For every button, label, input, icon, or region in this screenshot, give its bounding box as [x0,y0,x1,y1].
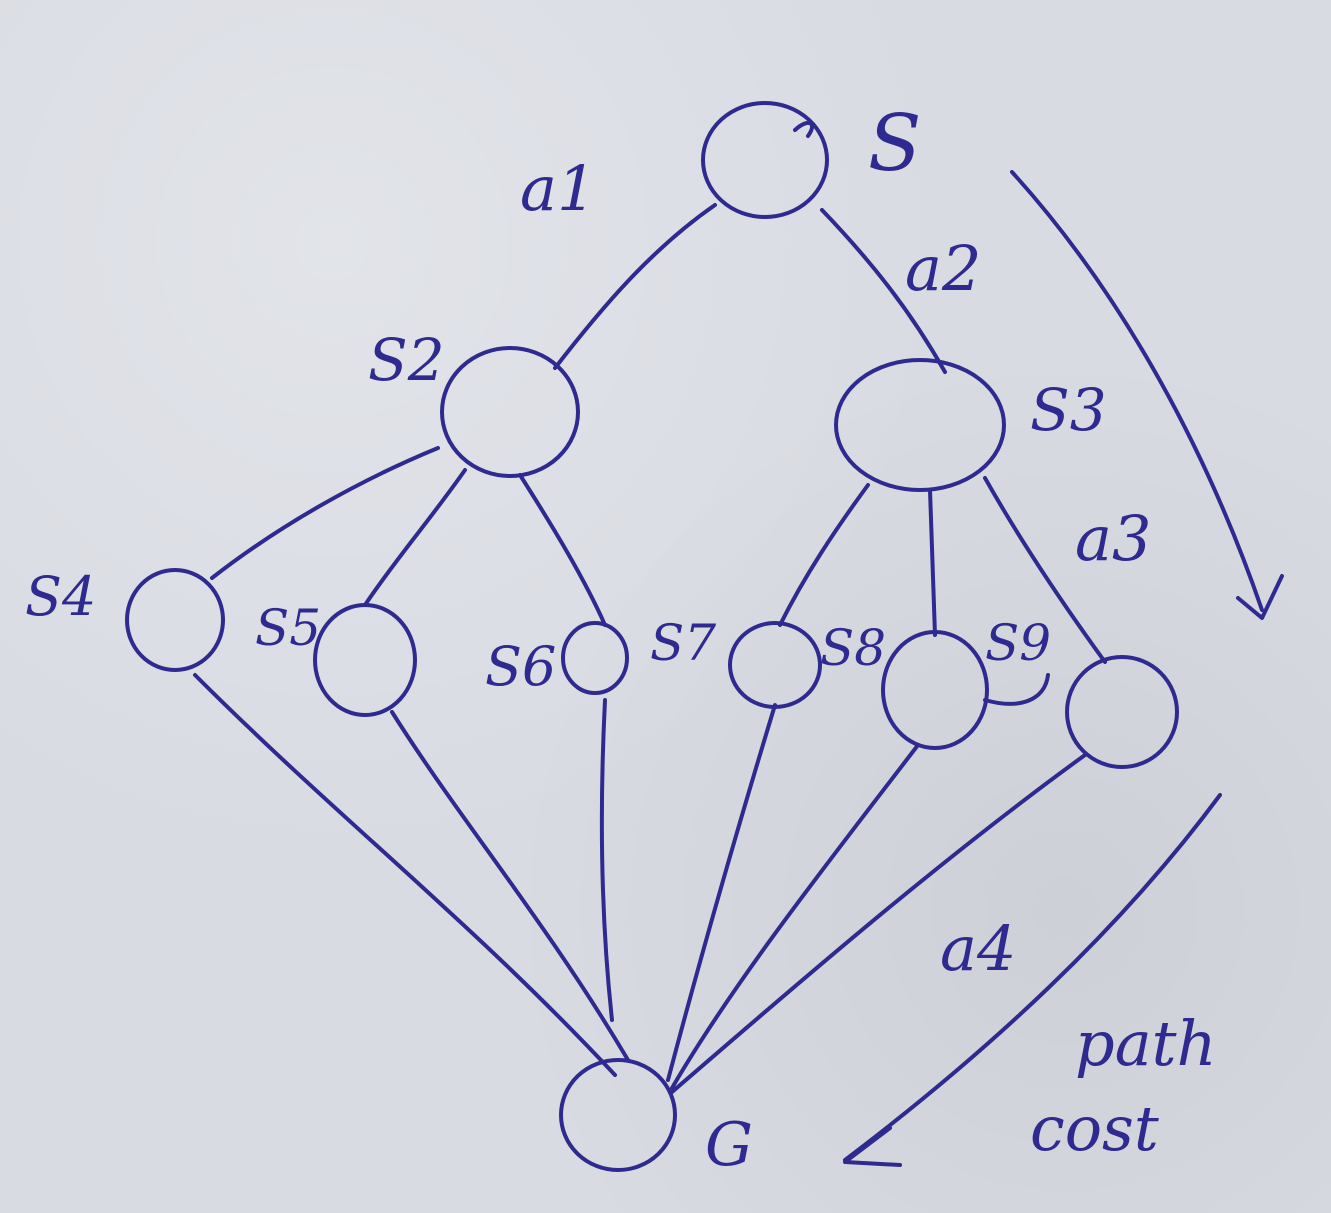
cost-word: cost [1030,1092,1159,1165]
node-s10 [1065,655,1179,769]
node-s2 [440,346,580,478]
action-labels: a1 a2 a3 a4 [520,152,1151,985]
label-s7: S7 [650,614,716,672]
edge-s8-g [670,743,920,1090]
label-s2: S2 [368,326,445,394]
edge-s6-g [599,698,614,1022]
label-s5: S5 [255,599,321,657]
label-s9: S9 [985,614,1051,672]
node-g [559,1058,677,1172]
label-s: S [868,99,921,189]
label-a2: a2 [905,232,981,305]
edge-s3-s8 [928,488,937,637]
node-s7 [728,621,822,709]
edge-s5-g [390,710,630,1062]
edge-s4-g [193,673,617,1077]
node-labels: S S2 S3 S4 S5 S6 S7 S8 S9 G [25,99,1107,1180]
arrow-right-down-head [1236,574,1284,620]
edge-s3-s7 [778,483,870,627]
node-s [701,101,829,219]
edge-s2-s4 [210,446,440,580]
path-cost-note: path cost [1030,1007,1217,1165]
edge-s2-s6 [518,473,607,627]
edge-s3-s9 [983,476,1107,664]
node-s-curl [793,120,815,138]
arrows [843,170,1284,1167]
label-s6: S6 [485,635,556,698]
path-word: path [1075,1007,1217,1080]
node-s4 [125,568,225,672]
label-s4: S4 [25,565,96,628]
label-s3: S3 [1030,376,1107,444]
label-a1: a1 [520,152,596,225]
node-s6 [561,621,629,695]
label-a4: a4 [940,912,1016,985]
node-s8 [881,630,989,750]
edge-s-s3 [820,208,947,374]
label-g: G [705,1110,753,1180]
label-a3: a3 [1075,502,1151,575]
arrow-right-down [1010,170,1264,612]
node-s3 [834,358,1006,492]
arrow-bottom-head [843,1126,902,1167]
edge-s10-g [670,753,1087,1094]
arrow-bottom [843,793,1222,1162]
node-s9-tail [983,673,1050,706]
edge-s7-g [666,703,777,1082]
edge-s-s2 [553,203,717,370]
label-s8: S8 [820,619,886,677]
node-s5 [313,603,417,717]
edges [193,203,1107,1094]
nodes [125,101,1179,1172]
edge-s2-s5 [363,468,467,607]
